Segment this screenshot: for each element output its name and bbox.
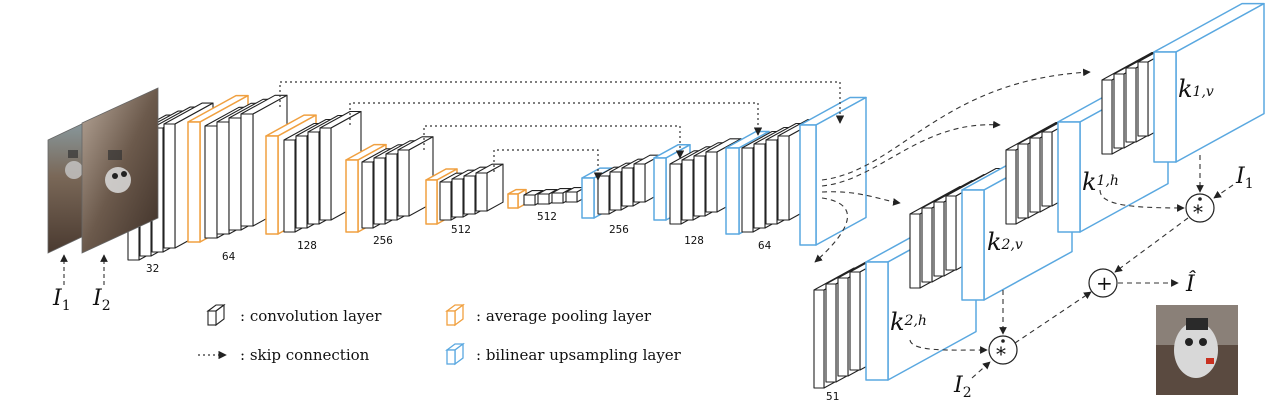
channel-label-256: 256 (373, 234, 393, 247)
kernel-label-k1h: k1,h (1082, 168, 1119, 196)
kernel-conv-2: * (988, 335, 1018, 366)
operator-arrows (909, 155, 1234, 379)
output-image (1156, 305, 1238, 395)
channel-label-51: 51 (826, 390, 839, 403)
kernel-label-k2h: k2,h (890, 308, 927, 336)
input-frame-2 (81, 87, 159, 254)
input-labels: I1 I2 (52, 254, 111, 314)
channel-labels: 32 64 128 256 512 512 256 128 64 51 (146, 210, 839, 403)
svg-text:*: * (1193, 200, 1203, 224)
channel-label-128b: 128 (684, 234, 704, 247)
channel-label-128: 128 (297, 239, 317, 252)
legend-conv-icon (206, 303, 226, 327)
skip-connection-64 (279, 81, 845, 124)
channel-label-32: 32 (146, 262, 159, 275)
kernel-label-k2v: k2,v (987, 228, 1023, 256)
legend-conv-label: : convolution layer (240, 307, 382, 325)
input-label-i2: I2 (92, 286, 111, 314)
operator-labels: I1 I2 Î (953, 164, 1254, 401)
layer-slab-23 (475, 163, 504, 212)
kernel-labels: k1,v k1,h k2,v k2,h (890, 75, 1214, 336)
layer-slab-64 (1153, 2, 1265, 163)
legend: : convolution layer : skip connection : … (198, 303, 682, 366)
channel-label-64b: 64 (758, 239, 772, 252)
op-label-i1: I1 (1235, 164, 1254, 192)
legend-skip-label: : skip connection (240, 346, 370, 364)
svg-text:+: + (1096, 271, 1113, 295)
kernel-label-k1v: k1,v (1178, 75, 1214, 103)
layer-slab-44 (799, 96, 867, 246)
channel-label-512: 512 (451, 223, 471, 236)
input-label-i1: I1 (52, 286, 71, 314)
svg-text:*: * (996, 342, 1006, 366)
skip-connection-512 (493, 149, 603, 181)
layer-slab-24 (507, 188, 527, 209)
op-label-i2: I2 (953, 373, 972, 401)
channel-label-512b: 512 (537, 210, 557, 223)
skip-connection-256 (423, 125, 685, 159)
channel-label-256b: 256 (609, 223, 629, 236)
legend-pool-icon (445, 303, 465, 327)
legend-upsample-icon (445, 342, 465, 366)
skip-connections (279, 81, 845, 181)
decoder-branches (814, 68, 1091, 263)
channel-label-64: 64 (222, 250, 236, 263)
output-symbol: Î (1185, 270, 1196, 297)
legend-pool-label: : average pooling layer (476, 307, 652, 325)
sum-operator: + (1088, 268, 1118, 298)
legend-upsample-label: : bilinear upsampling layer (476, 346, 682, 364)
kernel-conv-1: * (1185, 193, 1215, 224)
skip-connection-128 (349, 102, 763, 136)
